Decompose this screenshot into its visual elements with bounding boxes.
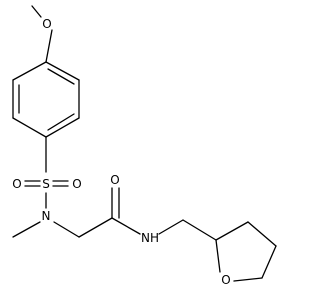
atom-o-sulfonyl-left: O — [12, 177, 21, 191]
bond-thf-e — [215, 239, 221, 273]
bond-nh-ch2 — [158, 219, 184, 235]
bond-ring-c — [45, 117, 80, 138]
atom-o-sulfonyl-right: O — [72, 177, 81, 191]
bond-ring-a-inner — [47, 68, 75, 85]
bond-carbonyl-nh — [111, 217, 141, 235]
atom-sulfur: S — [42, 177, 50, 191]
bond-thf-d — [233, 277, 263, 282]
bond-methoxy-methyl — [31, 5, 42, 18]
bond-thf-a — [215, 221, 249, 241]
atom-o-carbonyl: O — [110, 173, 119, 187]
bond-n-ch2 — [53, 221, 80, 238]
bond-n-methyl — [12, 221, 41, 238]
bond-ring-d — [12, 117, 47, 138]
chemical-structure: O O S O N O NH O — [12, 5, 277, 287]
bond-methoxy-oxygen-ring — [45, 29, 53, 63]
bond-ring-a — [45, 61, 80, 81]
bond-ch2-thf — [182, 219, 217, 241]
bond-ring-c-inner — [47, 113, 75, 131]
atom-n-sulfonamide: N — [42, 209, 51, 223]
bond-ring-f — [12, 61, 47, 81]
bond-ch2-carbonyl — [78, 217, 113, 238]
atom-o-ring: O — [221, 273, 230, 287]
atom-n-amide: NH — [141, 231, 159, 245]
bond-thf-b — [247, 221, 277, 247]
bond-thf-c — [261, 245, 277, 279]
atom-o-methoxy: O — [42, 17, 51, 31]
